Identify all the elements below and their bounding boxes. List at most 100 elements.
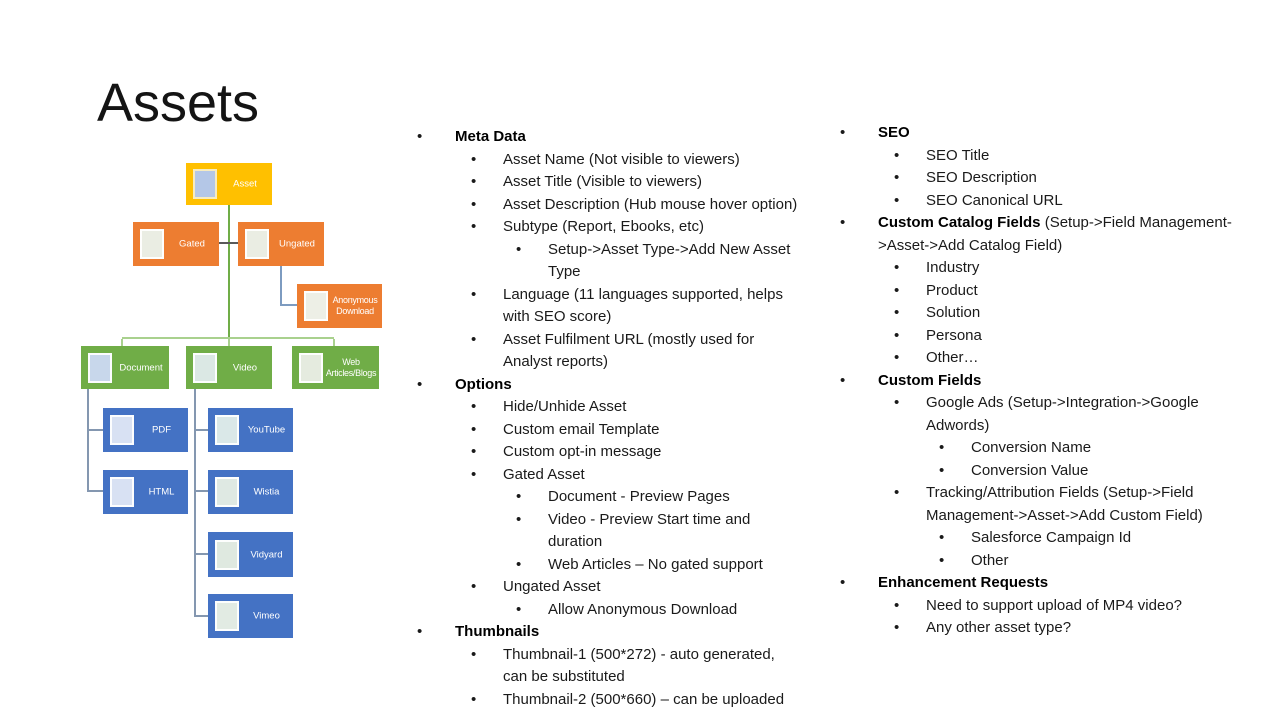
list-item-lead: Custom Catalog Fields <box>878 214 1041 231</box>
bullet-icon: • <box>417 375 423 393</box>
list-item-text: Video - Preview Start time and duration <box>548 510 751 551</box>
list-item-lead: SEO <box>878 124 910 141</box>
list-item-lead: Options <box>455 375 512 393</box>
image-placeholder <box>110 477 134 507</box>
bullet-icon: • <box>417 128 423 145</box>
image-placeholder <box>193 169 217 199</box>
list-item-text: Document - Preview Pages <box>548 488 730 505</box>
node-web-articles-blogs: Web Articles/Blogs <box>292 346 379 389</box>
bullet-icon: • <box>840 124 846 141</box>
list-item-text: Any other asset type? <box>926 619 1072 636</box>
list-item: • Ungated Asset <box>415 576 847 599</box>
list-item: •Hide/Unhide Asset <box>415 396 847 419</box>
list-item: •Language (11 languages supported, helps… <box>415 284 847 329</box>
node-gated: Gated <box>133 222 219 266</box>
bullet-icon: • <box>471 420 477 438</box>
bullet-icon: • <box>471 150 477 168</box>
connector-gated-ungated <box>219 242 238 244</box>
list-item: •Custom opt-in message <box>415 441 847 464</box>
bullet-icon: • <box>894 191 900 209</box>
bullet-icon: • <box>894 304 900 321</box>
list-item-text: Custom email Template <box>503 420 660 438</box>
bullet-icon: • <box>894 326 900 344</box>
bullet-icon: • <box>939 551 945 569</box>
list-item-text: Thumbnail-1 (500*272) - auto generated, … <box>503 645 775 686</box>
list-item: •Conversion Name <box>838 437 1280 460</box>
list-item: •Enhancement Requests <box>838 572 1280 595</box>
outline-column-right: • SEO • SEO Title •SEO Description • SEO Ca… <box>838 122 1280 640</box>
list-item-text: Tracking/Attribution Fields (Setup->Fiel… <box>926 484 1203 524</box>
bullet-icon: • <box>471 578 477 595</box>
list-item: • Asset Description (Hub mouse hover opti… <box>415 194 847 217</box>
list-item: •Conversion Value <box>838 460 1280 483</box>
list-item-lead: Thumbnails <box>455 623 540 640</box>
list-item-text: Other… <box>926 349 979 366</box>
bullet-icon: • <box>516 600 522 618</box>
connector-youtube-stub <box>194 429 208 431</box>
list-item-text: Web Articles – No gated support <box>548 555 763 573</box>
list-item: •Solution <box>838 302 1280 325</box>
list-item-text: Custom opt-in message <box>503 443 662 460</box>
bullet-icon: • <box>840 371 846 389</box>
connector-html-stub <box>87 490 103 492</box>
image-placeholder <box>215 477 239 507</box>
list-item-text: SEO Canonical URL <box>926 191 1063 209</box>
list-item: •Web Articles – No gated support <box>415 554 847 577</box>
outline-column-middle: •Meta Data • Asset Name (Not visible to v… <box>415 126 847 711</box>
connector-rail-drop-web <box>333 339 335 346</box>
list-item-text: Asset Fulfilment URL (mostly used for An… <box>503 330 755 371</box>
connector-vimeo-stub <box>194 615 208 617</box>
list-item-text: Need to support upload of MP4 video? <box>926 596 1183 614</box>
list-item-text: Ungated Asset <box>503 578 601 595</box>
bullet-icon: • <box>471 173 477 190</box>
node-label: YouTube <box>247 424 286 436</box>
image-placeholder <box>215 601 239 631</box>
org-chart: Asset Gated Ungated Anonymous Download D… <box>0 0 420 720</box>
list-item: • Other <box>838 550 1280 573</box>
node-html: HTML <box>103 470 188 514</box>
list-item: •Meta Data <box>415 126 847 149</box>
node-ungated: Ungated <box>238 222 324 266</box>
connector-rail-drop-video <box>228 339 230 346</box>
bullet-icon: • <box>471 285 477 303</box>
list-item-text: SEO Title <box>926 146 990 164</box>
list-item: •Industry <box>838 257 1280 280</box>
list-item-text: Gated Asset <box>503 465 585 483</box>
image-placeholder <box>110 415 134 445</box>
node-asset: Asset <box>186 163 272 205</box>
node-label: Gated <box>179 238 205 250</box>
node-video: Video <box>186 346 272 389</box>
list-item-lead: Enhancement Requests <box>878 574 1049 591</box>
connector-pdf-stub <box>87 429 103 431</box>
node-wistia: Wistia <box>208 470 293 514</box>
list-item-text: Other <box>971 551 1009 569</box>
node-anonymous-download: Anonymous Download <box>297 284 382 328</box>
connector-asset-trunk <box>228 205 230 339</box>
list-item: •Other… <box>838 347 1280 370</box>
bullet-icon: • <box>471 195 477 213</box>
list-item: •SEO Description <box>838 167 1280 190</box>
list-item: • Asset Name (Not visible to viewers) <box>415 149 847 172</box>
page-title: Assets <box>97 73 260 133</box>
list-item-text: Asset Name (Not visible to viewers) <box>503 150 740 168</box>
node-label: Document <box>119 362 163 373</box>
list-item: •Video - Preview Start time and duration <box>415 509 847 554</box>
bullet-icon: • <box>894 146 900 164</box>
node-document: Document <box>81 346 169 389</box>
list-item-text: Thumbnail-2 (500*660) – can be uploaded <box>503 690 785 708</box>
bullet-icon: • <box>894 596 900 614</box>
list-item: •Document - Preview Pages <box>415 486 847 509</box>
bullet-icon: • <box>471 398 477 415</box>
list-item-text: Product <box>926 281 978 299</box>
list-item-text: Conversion Value <box>971 461 1089 479</box>
list-item-lead: Custom Fields <box>878 371 982 389</box>
bullet-icon: • <box>894 619 900 636</box>
list-item: • SEO Canonical URL <box>838 190 1280 213</box>
list-item-text: Asset Description (Hub mouse hover optio… <box>503 195 798 213</box>
list-item: •Allow Anonymous Download <box>415 599 847 622</box>
list-item: • Custom Fields <box>838 370 1280 393</box>
connector-ungated-anon-v <box>280 266 282 306</box>
bullet-icon: • <box>894 169 900 186</box>
list-item-text: Conversion Name <box>971 439 1092 456</box>
list-item-text: Google Ads (Setup->Integration->Google A… <box>926 394 1199 434</box>
